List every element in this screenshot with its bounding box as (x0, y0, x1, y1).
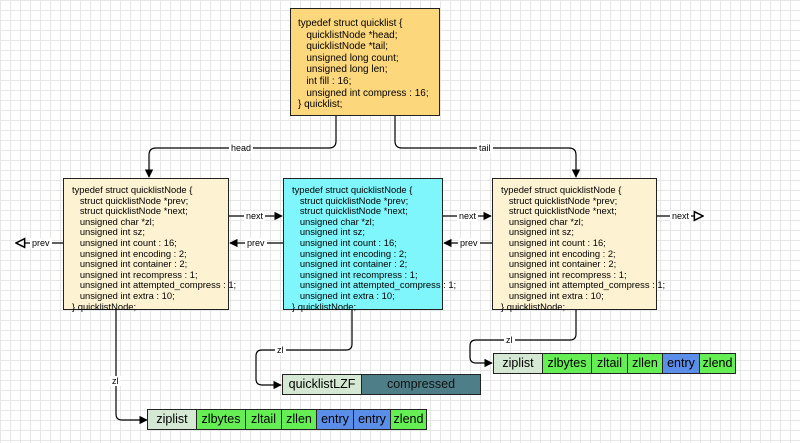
code-line: struct quicklistNode *prev; (292, 194, 409, 206)
ziplist-cell-entry: entry (316, 409, 354, 430)
code-line: unsigned int sz; (72, 226, 145, 238)
quicklist-node-1: typedef struct quicklistNode { struct qu… (63, 178, 237, 312)
code-line: unsigned int extra : 10; (501, 289, 604, 301)
code-line: unsigned int encoding : 2; (292, 247, 407, 259)
code-line: unsigned int recompress : 1; (501, 268, 627, 280)
code-line: unsigned int sz; (292, 226, 365, 238)
prev-label: prev (30, 238, 52, 248)
ziplist-cell-zllen: zllen (627, 353, 663, 374)
code-line: unsigned int compress : 16; (298, 87, 429, 99)
code-line: unsigned char *zl; (292, 215, 375, 227)
code-line: } quicklist; (298, 99, 343, 111)
zl-edge-3 (469, 310, 577, 368)
code-line: unsigned int recompress : 1; (72, 268, 198, 280)
code-line: unsigned int count : 16; (292, 236, 397, 248)
code-line: unsigned int recompress : 1; (292, 268, 418, 280)
code-line: unsigned int encoding : 2; (501, 247, 616, 259)
code-line: unsigned int container : 2; (292, 258, 408, 270)
zl-edge-2 (255, 310, 353, 390)
code-line: typedef struct quicklistNode { (72, 184, 193, 195)
code-line: unsigned int attempted_compress : 1; (72, 279, 237, 291)
zl-edge-1 (115, 310, 148, 425)
code-line: unsigned int count : 16; (72, 236, 177, 248)
ziplist-cell-zlend: zlend (390, 409, 427, 430)
head-label: head (229, 143, 254, 153)
code-line: } quicklistNode; (501, 300, 566, 312)
zl-label: zl (110, 376, 121, 386)
code-line: typedef struct quicklistNode { (292, 184, 413, 195)
ziplist-cell-zlbytes: zlbytes (196, 409, 246, 430)
code-line: unsigned int extra : 10; (72, 289, 175, 301)
compressed-cell: compressed (361, 374, 481, 395)
code-line: unsigned int encoding : 2; (72, 247, 187, 259)
prev-label: prev (458, 238, 480, 248)
quicklist-node-2-compressed: typedef struct quicklistNode { struct qu… (283, 178, 457, 312)
code-line: unsigned char *zl; (72, 215, 155, 227)
code-line: unsigned long count; (298, 52, 399, 64)
ziplist-cell-zlend: zlend (699, 353, 736, 374)
code-line: unsigned int container : 2; (501, 258, 617, 270)
quicklist-struct: typedef struct quicklist { quicklistNode… (290, 8, 440, 116)
next-label: next (457, 211, 479, 221)
next-label: next (670, 211, 692, 221)
code-line: unsigned int count : 16; (501, 236, 606, 248)
ziplist-cell-entry: entry (662, 353, 700, 374)
ziplist-cell-ziplist: ziplist (493, 353, 543, 374)
code-line: unsigned int extra : 10; (292, 289, 395, 301)
code-line: quicklistNode *tail; (298, 41, 389, 53)
code-line: unsigned int attempted_compress : 1; (292, 279, 457, 291)
zl-label: zl (504, 335, 515, 345)
code-line: unsigned int sz; (501, 226, 574, 238)
quicklistlzf-cell: quicklistLZF (282, 374, 362, 395)
code-line: struct quicklistNode *next; (501, 205, 617, 217)
ziplist-cell-entry: entry (353, 409, 391, 430)
code-line: struct quicklistNode *next; (292, 205, 408, 217)
code-line: unsigned int attempted_compress : 1; (501, 279, 666, 291)
code-line: typedef struct quicklistNode { (501, 184, 622, 195)
code-line: quicklistNode *head; (298, 29, 398, 41)
quicklist-lzf: quicklistLZF compressed (282, 374, 481, 395)
ziplist-cell-zllen: zllen (281, 409, 317, 430)
code-line: int fill : 16; (298, 75, 352, 87)
code-line: struct quicklistNode *prev; (501, 194, 618, 206)
ziplist-cell-zltail: zltail (245, 409, 282, 430)
prev-label: prev (245, 238, 267, 248)
quicklist-node-3: typedef struct quicklistNode { struct qu… (492, 178, 666, 312)
ziplist-cell-ziplist: ziplist (147, 409, 197, 430)
code-line: unsigned long len; (298, 64, 388, 76)
code-line: struct quicklistNode *prev; (72, 194, 189, 206)
code-line: unsigned char *zl; (501, 215, 584, 227)
code-line: } quicklistNode; (72, 300, 137, 312)
tail-label: tail (477, 143, 493, 153)
next-label: next (244, 211, 266, 221)
code-line: typedef struct quicklist { (298, 18, 403, 29)
zl-label: zl (275, 345, 286, 355)
code-line: } quicklistNode; (292, 300, 357, 312)
code-line: unsigned int container : 2; (72, 258, 188, 270)
ziplist-cell-zlbytes: zlbytes (542, 353, 592, 374)
ziplist-cell-zltail: zltail (591, 353, 628, 374)
code-line: struct quicklistNode *next; (72, 205, 188, 217)
